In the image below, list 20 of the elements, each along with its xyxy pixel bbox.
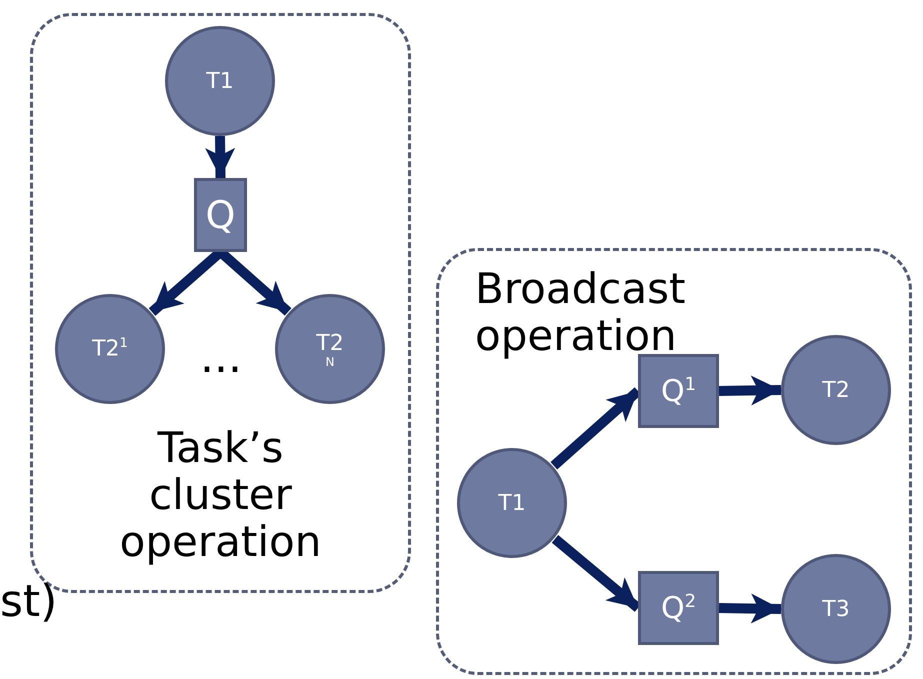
node-label: Q$^{2}$ <box>660 590 696 626</box>
node-label: T1 <box>498 490 526 516</box>
queue-box <box>194 178 247 252</box>
arrow <box>718 375 782 406</box>
subscript-label: N <box>326 356 334 368</box>
group-heading: Task’s cluster operation <box>118 424 322 566</box>
dashed-group-frame <box>436 248 912 675</box>
cropped-text: st) <box>0 580 58 624</box>
arrow <box>718 594 782 624</box>
node-label: T2 <box>316 330 344 356</box>
node-label: Q$^{1}$ <box>660 374 696 408</box>
node-label: T3 <box>822 596 850 622</box>
group-heading: Broadcast operation <box>475 265 686 360</box>
node-label: T2 <box>822 378 850 402</box>
queue-box <box>638 571 719 645</box>
node-label: T2$^{1}$ <box>92 336 128 362</box>
arrow <box>205 136 236 178</box>
node-label: T1 <box>206 68 234 94</box>
node-label: Q <box>206 193 236 237</box>
ellipsis-label: ... <box>200 336 242 380</box>
